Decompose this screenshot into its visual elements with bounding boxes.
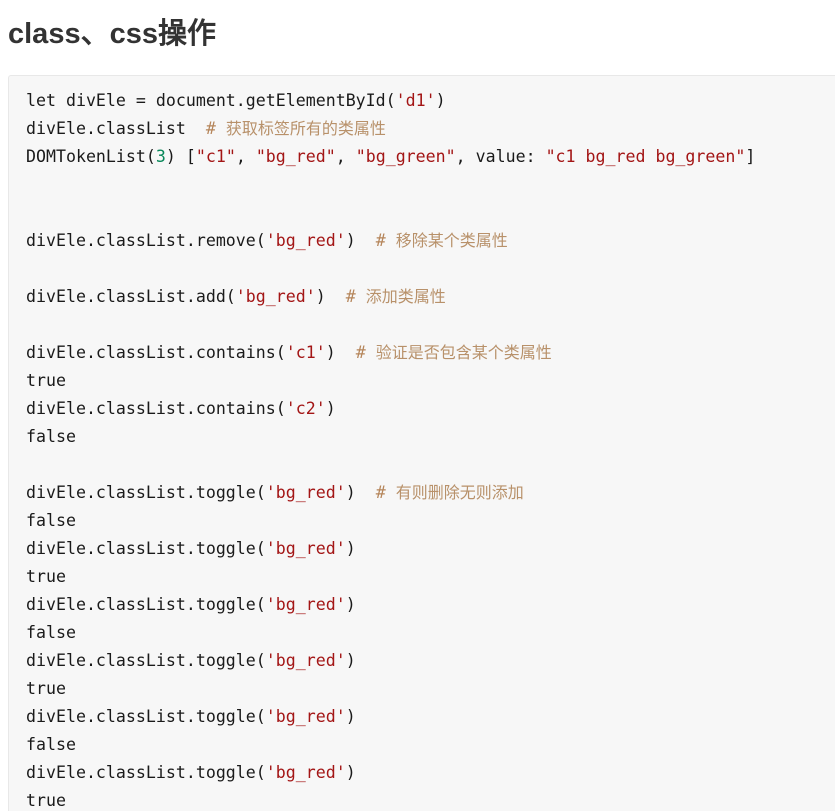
code-text: ): [325, 399, 336, 418]
code-line: [26, 255, 755, 283]
code-text: true: [26, 791, 66, 810]
code-line: divEle.classList.toggle('bg_red'): [26, 703, 755, 731]
code-line: divEle.classList.toggle('bg_red'): [26, 647, 755, 675]
string-literal: 'c1': [285, 343, 326, 362]
code-line: divEle.classList.contains('c1') # 验证是否包含…: [26, 339, 755, 367]
code-line: [26, 311, 755, 339]
code-text: false: [26, 511, 76, 530]
code-text: false: [26, 735, 76, 754]
code-text: ): [345, 651, 356, 670]
code-line: let divEle = document.getElementById('d1…: [26, 87, 755, 115]
code-line: divEle.classList.toggle('bg_red'): [26, 759, 755, 787]
code-line: divEle.classList.toggle('bg_red') # 有则删除…: [26, 479, 755, 507]
code-text: ,: [235, 147, 256, 166]
code-text: divEle.classList.contains(: [26, 343, 286, 362]
code-line: divEle.classList.remove('bg_red') # 移除某个…: [26, 227, 755, 255]
string-literal: 'c2': [285, 399, 326, 418]
code-text: false: [26, 623, 76, 642]
string-literal: 'bg_red': [235, 287, 316, 306]
code-comment: # 获取标签所有的类属性: [205, 119, 386, 138]
string-literal: 'd1': [395, 91, 436, 110]
number-literal: 3: [155, 147, 166, 166]
code-text: divEle.classList.contains(: [26, 399, 286, 418]
code-text: DOMTokenList(: [26, 147, 156, 166]
code-text: true: [26, 567, 66, 586]
code-comment: # 移除某个类属性: [375, 231, 508, 250]
code-line: false: [26, 423, 755, 451]
code-line: true: [26, 787, 755, 811]
string-literal: "c1 bg_red bg_green": [545, 147, 746, 166]
code-text: divEle.classList: [26, 119, 206, 138]
code-line: false: [26, 507, 755, 535]
code-text: divEle.classList.remove(: [26, 231, 266, 250]
string-literal: 'bg_red': [265, 539, 346, 558]
code-line: true: [26, 675, 755, 703]
code-text: ) [: [165, 147, 196, 166]
code-line: divEle.classList.add('bg_red') # 添加类属性: [26, 283, 755, 311]
code-line: divEle.classList # 获取标签所有的类属性: [26, 115, 755, 143]
code-text: , value:: [455, 147, 546, 166]
string-literal: 'bg_red': [265, 763, 346, 782]
code-line: [26, 199, 755, 227]
code-text: ): [345, 539, 356, 558]
section-heading: class、css操作: [8, 18, 216, 50]
code-text: ): [345, 707, 356, 726]
code-line: [26, 451, 755, 479]
code-comment: # 添加类属性: [345, 287, 446, 306]
string-literal: 'bg_red': [265, 483, 346, 502]
code-text: ): [435, 91, 446, 110]
code-line: false: [26, 731, 755, 759]
code-text: false: [26, 427, 76, 446]
code-comment: # 有则删除无则添加: [375, 483, 524, 502]
string-literal: 'bg_red': [265, 595, 346, 614]
code-text: true: [26, 679, 66, 698]
code-text: true: [26, 371, 66, 390]
code-line: true: [26, 563, 755, 591]
code-text: ]: [745, 147, 756, 166]
code-lines: let divEle = document.getElementById('d1…: [26, 87, 755, 811]
code-text: divEle.classList.toggle(: [26, 483, 266, 502]
code-comment: # 验证是否包含某个类属性: [355, 343, 552, 362]
string-literal: 'bg_red': [265, 707, 346, 726]
code-line: DOMTokenList(3) ["c1", "bg_red", "bg_gre…: [26, 143, 755, 171]
code-line: divEle.classList.toggle('bg_red'): [26, 591, 755, 619]
code-text: divEle.classList.add(: [26, 287, 236, 306]
code-text: ): [345, 763, 356, 782]
code-line: divEle.classList.contains('c2'): [26, 395, 755, 423]
string-literal: 'bg_red': [265, 651, 346, 670]
string-literal: "bg_red": [255, 147, 336, 166]
code-line: divEle.classList.toggle('bg_red'): [26, 535, 755, 563]
code-line: false: [26, 619, 755, 647]
code-block[interactable]: let divEle = document.getElementById('d1…: [8, 75, 835, 811]
code-text: let divEle = document.getElementById(: [26, 91, 396, 110]
code-text: ): [345, 595, 356, 614]
code-text: divEle.classList.toggle(: [26, 707, 266, 726]
code-text: ,: [335, 147, 356, 166]
string-literal: "bg_green": [355, 147, 456, 166]
code-text: divEle.classList.toggle(: [26, 763, 266, 782]
code-text: divEle.classList.toggle(: [26, 651, 266, 670]
code-text: ): [345, 483, 376, 502]
code-line: [26, 171, 755, 199]
code-text: ): [345, 231, 376, 250]
code-line: true: [26, 367, 755, 395]
string-literal: "c1": [195, 147, 236, 166]
string-literal: 'bg_red': [265, 231, 346, 250]
code-text: ): [315, 287, 346, 306]
code-text: ): [325, 343, 356, 362]
code-text: divEle.classList.toggle(: [26, 595, 266, 614]
code-text: divEle.classList.toggle(: [26, 539, 266, 558]
